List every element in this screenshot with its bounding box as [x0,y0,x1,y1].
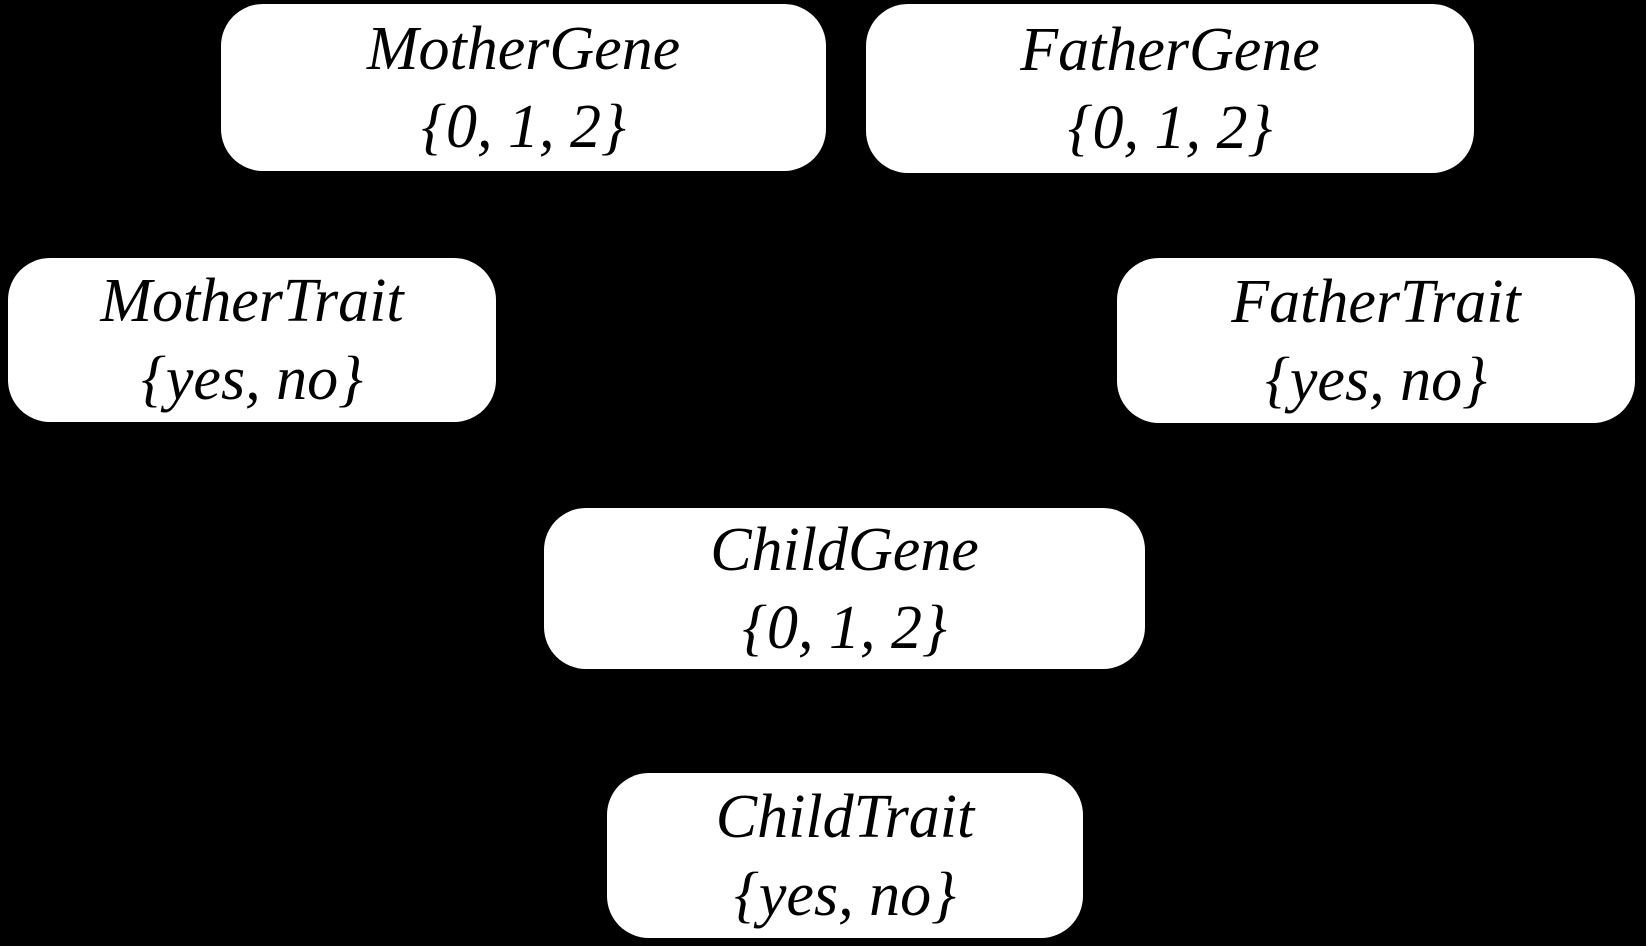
node-father-gene: FatherGene {0, 1, 2} [866,4,1474,173]
node-label: ChildGene [710,515,979,584]
node-mother-gene: MotherGene {0, 1, 2} [221,4,826,171]
node-values: {yes, no} [734,860,956,929]
node-values: {yes, no} [1265,345,1487,414]
node-label: FatherGene [1020,15,1320,84]
node-values: {0, 1, 2} [742,593,947,662]
node-mother-trait: MotherTrait {yes, no} [8,258,496,422]
node-label: MotherGene [366,14,681,83]
node-values: {0, 1, 2} [1067,93,1273,162]
node-values: {yes, no} [141,345,363,413]
node-label: ChildTrait [715,782,975,851]
node-label: FatherTrait [1231,267,1521,336]
node-values: {0, 1, 2} [421,92,626,161]
node-child-trait: ChildTrait {yes, no} [607,773,1083,938]
node-child-gene: ChildGene {0, 1, 2} [544,508,1145,669]
node-father-trait: FatherTrait {yes, no} [1117,258,1635,423]
node-label: MotherTrait [100,267,404,335]
